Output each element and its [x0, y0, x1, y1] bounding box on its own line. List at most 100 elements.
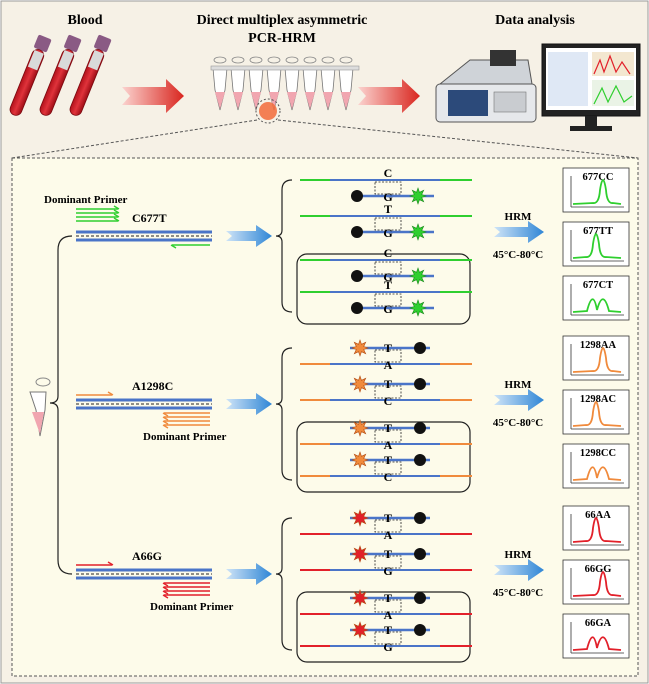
melt-curve-frame — [562, 443, 630, 489]
duplex: TC — [300, 451, 472, 484]
arrow-to-hrm — [494, 389, 544, 411]
allele-top: T — [384, 377, 392, 391]
duplex: TC — [300, 375, 472, 408]
primer-head — [162, 594, 169, 599]
blood-tubes — [9, 35, 112, 116]
computer-monitor-icon — [541, 43, 641, 131]
pcr-tube-cap — [213, 56, 227, 64]
fluorophore-star — [351, 375, 369, 393]
pcr-tube-cap — [321, 56, 335, 64]
arrow-to-duplexes — [226, 393, 272, 415]
mutation-label-c677t: C677T — [132, 211, 167, 225]
pcr-tube-liquid — [323, 92, 333, 109]
pcr-strip-bar — [210, 65, 360, 71]
primer-head — [162, 590, 169, 595]
duplex-brace — [275, 179, 293, 313]
pcr-tube-cap — [231, 56, 245, 64]
melt-curve-panel: 66GA — [562, 613, 630, 659]
snp-site-box — [374, 385, 402, 399]
sample-tube-icon — [29, 377, 51, 437]
pcr-tube-liquid — [341, 92, 351, 109]
fluorophore-star — [351, 451, 369, 469]
primer-head — [170, 244, 177, 249]
fluorophore-star — [351, 339, 369, 357]
arrow-to-duplexes — [226, 563, 272, 585]
primer-head — [162, 424, 169, 429]
allele-bottom: A — [384, 438, 393, 452]
genotype-label: 1298CC — [580, 448, 616, 459]
genotype-label: 66GA — [585, 618, 612, 629]
duplex: CG — [300, 166, 472, 205]
melt-curve-line — [572, 298, 622, 313]
allele-top: T — [384, 623, 392, 637]
arrow-blood-to-pcr — [122, 79, 184, 113]
snp-site-box — [374, 217, 402, 231]
melt-curve-line — [572, 636, 622, 651]
snp-site-box — [374, 461, 402, 475]
allele-top: C — [384, 166, 393, 180]
fluorophore-star — [409, 267, 427, 285]
allele-top: T — [384, 511, 392, 525]
quencher-dot — [414, 422, 426, 434]
quencher-dot — [414, 342, 426, 354]
primer-head — [107, 561, 114, 566]
melt-curve-line — [572, 347, 622, 373]
snp-site-box — [374, 181, 402, 195]
bottom-panel — [11, 157, 639, 677]
snp-site-box — [374, 555, 402, 569]
mutation-label-a66g: A66G — [132, 549, 162, 563]
allele-bottom: A — [384, 528, 393, 542]
pcr-tube-liquid — [233, 92, 243, 109]
genotype-label: 1298AA — [580, 340, 617, 351]
primer-head — [162, 582, 169, 587]
allele-bottom: G — [383, 302, 392, 316]
fluorophore-star — [409, 299, 427, 317]
allele-top: C — [384, 246, 393, 260]
allele-bottom: G — [383, 564, 392, 578]
analysis-label: Data analysis — [495, 13, 575, 28]
zoom-line-left — [11, 119, 258, 159]
snp-site-box — [374, 261, 402, 275]
pcr-tube-liquid — [215, 92, 225, 109]
allele-top: T — [384, 421, 392, 435]
fluorophore-star — [409, 187, 427, 205]
quencher-dot — [414, 512, 426, 524]
pcr-tube-cap — [249, 56, 263, 64]
fluorophore-star — [351, 589, 369, 607]
fluorophore-star — [351, 419, 369, 437]
snp-site-box — [374, 631, 402, 645]
mutation-label-a1298c: A1298C — [132, 379, 173, 393]
allele-bottom: G — [383, 190, 392, 204]
blood-label: Blood — [67, 13, 102, 28]
allele-top: T — [384, 591, 392, 605]
allele-bottom: G — [383, 640, 392, 654]
primer-head — [162, 420, 169, 425]
snp-site-box — [374, 293, 402, 307]
thermocycler-icon — [435, 50, 537, 123]
temperature-range-label: 45°C-80°C — [493, 249, 543, 261]
duplex-brace — [275, 517, 293, 651]
duplex: TA — [300, 339, 472, 372]
arrow-pcr-to-analysis — [358, 79, 420, 113]
fluorophore-star — [409, 223, 427, 241]
heterozygous-box — [296, 421, 471, 493]
pcr-tube-strip — [210, 56, 360, 111]
pcr-tube-liquid — [287, 92, 297, 109]
melt-curve-panel: 677CT — [562, 275, 630, 321]
quencher-dot — [414, 592, 426, 604]
allele-top: T — [384, 547, 392, 561]
melt-curve-panel: 1298CC — [562, 443, 630, 489]
quencher-dot — [351, 270, 363, 282]
pcr-tube-cap — [267, 56, 281, 64]
primer-head — [162, 412, 169, 417]
highlight-spot — [259, 102, 277, 120]
melt-curve-panel: 66AA — [562, 505, 630, 551]
quencher-dot — [414, 624, 426, 636]
allele-top: T — [384, 453, 392, 467]
heterozygous-box — [296, 253, 471, 325]
genotype-label: 677CC — [583, 172, 614, 183]
melt-curve-line — [572, 233, 622, 259]
arrow-to-hrm — [494, 559, 544, 581]
